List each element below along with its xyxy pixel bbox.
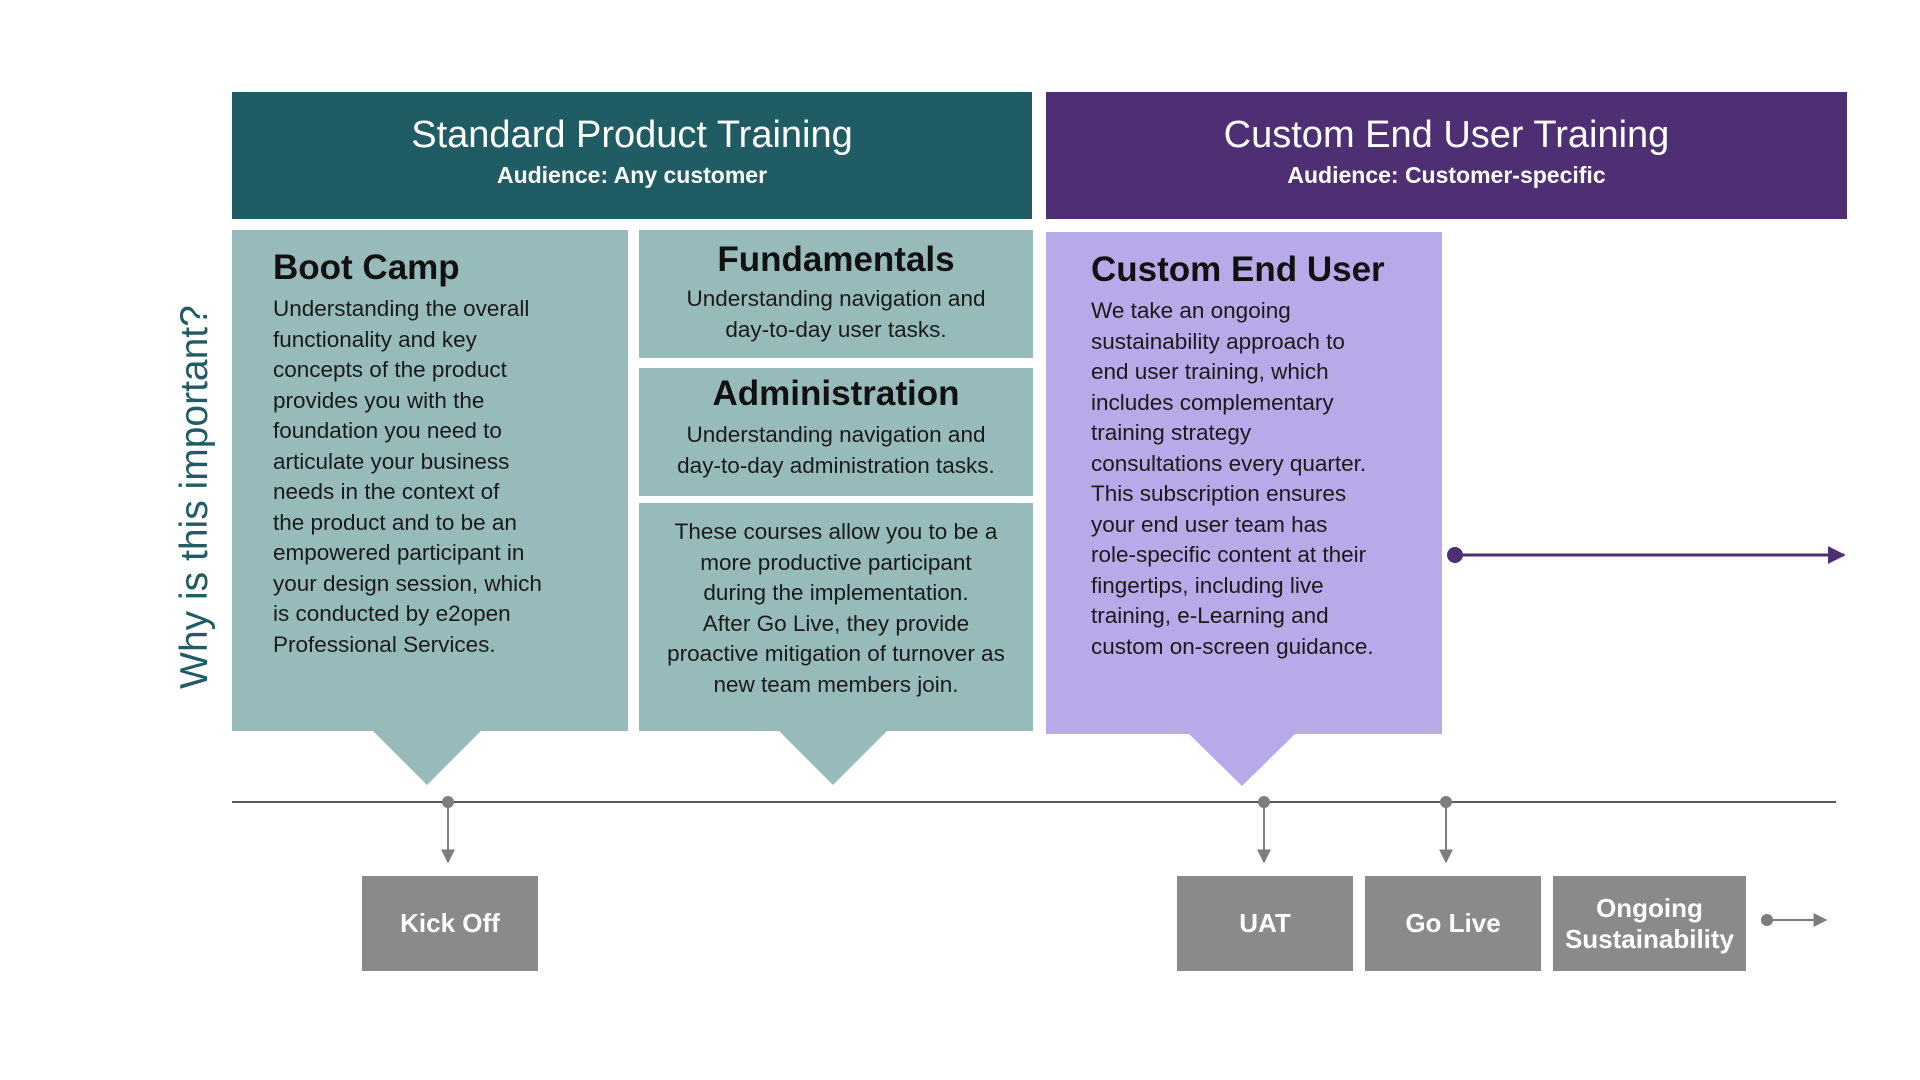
- ongoing-line-1: Ongoing: [1596, 892, 1703, 923]
- custom-training-audience: Audience: Customer-specific: [1287, 162, 1606, 188]
- administration-title: Administration: [712, 374, 960, 413]
- custom-end-user-pointer: [1188, 733, 1296, 786]
- standard-training-audience: Audience: Any customer: [496, 162, 768, 188]
- courses-note-body: These courses allow you to be a more pro…: [667, 519, 1005, 697]
- boot-camp-card: Boot Camp Understanding the overall func…: [232, 230, 628, 731]
- boot-camp-body: Understanding the overall functionality …: [273, 296, 542, 657]
- courses-note-card: These courses allow you to be a more pro…: [639, 503, 1033, 731]
- standard-training-banner: Standard Product Training Audience: Any …: [232, 92, 1032, 219]
- custom-end-user-title: Custom End User: [1091, 250, 1385, 289]
- administration-card: Administration Understanding navigation …: [639, 368, 1033, 496]
- courses-pointer: [778, 730, 888, 785]
- standard-training-title: Standard Product Training: [411, 114, 853, 156]
- boot-camp-title: Boot Camp: [273, 248, 460, 287]
- milestone-ongoing-sustainability: Ongoing Sustainability: [1553, 876, 1746, 971]
- fundamentals-card: Fundamentals Understanding navigation an…: [639, 230, 1033, 358]
- custom-end-user-card: Custom End User We take an ongoing susta…: [1046, 232, 1442, 734]
- milestone-kick-off: Kick Off: [362, 876, 538, 971]
- administration-body: Understanding navigation and day-to-day …: [677, 422, 995, 478]
- milestone-go-live: Go Live: [1365, 876, 1541, 971]
- ongoing-line-2: Sustainability: [1564, 923, 1735, 954]
- milestone-uat: UAT: [1177, 876, 1353, 971]
- custom-training-banner: Custom End User Training Audience: Custo…: [1046, 92, 1847, 219]
- boot-camp-pointer: [372, 730, 482, 785]
- fundamentals-body: Understanding navigation and day-to-day …: [686, 286, 986, 342]
- custom-training-title: Custom End User Training: [1223, 114, 1670, 156]
- custom-end-user-body: We take an ongoing sustainability approa…: [1091, 298, 1374, 659]
- fundamentals-title: Fundamentals: [717, 240, 955, 279]
